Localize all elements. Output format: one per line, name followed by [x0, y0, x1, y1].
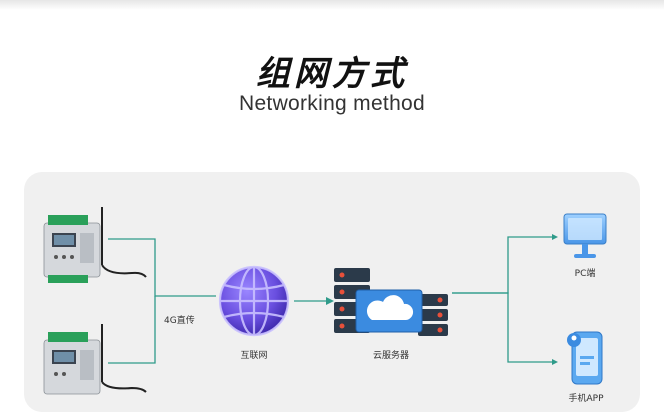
internet-label: 互联网 — [240, 351, 268, 361]
mobile-icon — [567, 331, 603, 385]
network-diagram — [43, 207, 607, 395]
server-rack-right — [418, 294, 448, 336]
link-label: 4G直传 — [164, 316, 195, 326]
top-strip — [0, 0, 664, 10]
cloud-server-label: 云服务器 — [372, 351, 409, 361]
arrow-heads — [326, 234, 558, 365]
pc-icon — [563, 213, 607, 258]
arrow-to-pc — [552, 234, 558, 240]
mobile-label: 手机APP — [568, 394, 604, 404]
device-bottom-icon — [43, 324, 147, 395]
diagram-panel — [24, 172, 640, 412]
device-top-icon — [43, 207, 147, 283]
line-cloud-pc — [452, 236, 552, 294]
page-title: 组网方式 — [256, 54, 408, 94]
connection-lines — [108, 236, 552, 364]
globe-icon — [218, 265, 290, 337]
arrow-to-mobile — [552, 359, 558, 365]
line-device-bottom — [108, 296, 156, 364]
arrow-to-cloud — [326, 297, 334, 305]
page-subtitle: Networking method — [238, 92, 426, 115]
pc-label: PC端 — [574, 269, 596, 279]
line-device-top — [108, 238, 216, 297]
line-cloud-mobile — [452, 292, 552, 363]
cloud-server-icon — [334, 268, 448, 336]
